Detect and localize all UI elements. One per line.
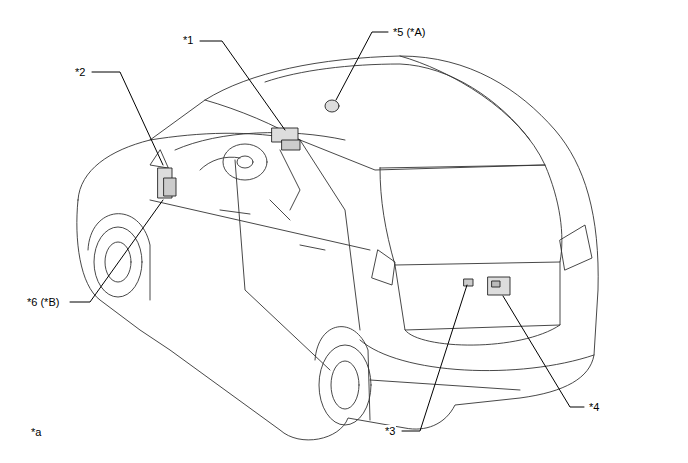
callout-number: *6 (*B) [26,296,60,309]
callout-number: *3 [384,425,396,438]
callout-number: *4 [588,401,600,414]
figure-note: *a [30,426,42,439]
callout-number: *5 (*A) [392,26,426,39]
callout-number: *1 [182,34,194,47]
callout-number: *2 [74,66,86,79]
